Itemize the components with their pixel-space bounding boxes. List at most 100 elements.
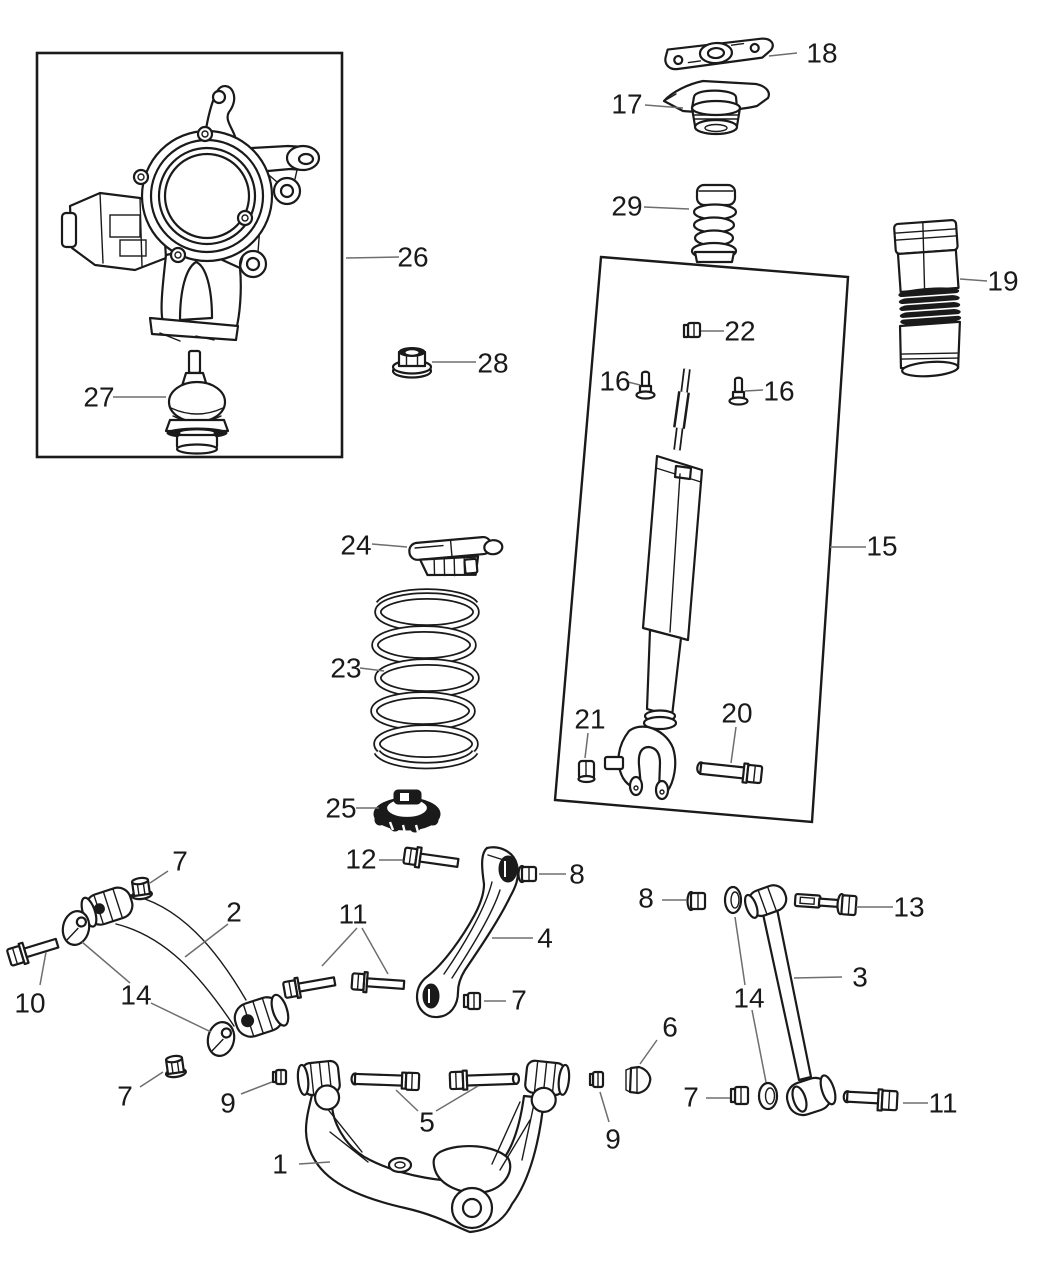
part-mount-plate [664, 37, 774, 71]
callout-label-20: 20 [721, 698, 752, 729]
callout-leader-9 [599, 1091, 610, 1123]
part-coil-spring [370, 588, 480, 770]
callout-leader-29 [643, 206, 690, 210]
part-knuckle [60, 85, 321, 342]
callout-leader-2 [184, 923, 229, 958]
part-upper-spring-seat [408, 535, 504, 577]
callout-leader-16 [744, 389, 764, 392]
part-spring-link [415, 846, 519, 1019]
part-screw-16-left [635, 370, 656, 400]
part-nut-9a [271, 1068, 288, 1086]
part-dust-boot [893, 219, 962, 378]
part-bolt-11c [842, 1088, 899, 1112]
callout-leader-11 [361, 927, 389, 975]
callout-leader-17 [644, 104, 684, 109]
callout-label-28: 28 [477, 348, 508, 379]
callout-leader-14 [81, 941, 131, 984]
callout-label-3: 3 [852, 962, 868, 993]
callout-label-8: 8 [569, 859, 585, 890]
part-upper-arm [80, 886, 290, 1038]
shock-inset-frame [553, 255, 850, 824]
part-cam-bolt-13 [793, 892, 858, 917]
part-bolt-12 [402, 846, 460, 869]
callout-label-18: 18 [806, 38, 837, 69]
callout-leader-16 [627, 381, 641, 386]
callout-label-21: 21 [574, 704, 605, 735]
part-toe-link [743, 884, 837, 1117]
part-nut-21 [577, 759, 596, 784]
part-bolt-11a [282, 976, 337, 1000]
callout-leader-11 [321, 927, 358, 967]
callout-leader-7 [139, 1071, 164, 1088]
part-bolt-5a [350, 1071, 421, 1092]
callout-label-15: 15 [866, 531, 897, 562]
callout-leader-9 [240, 1081, 273, 1095]
callout-leader-6 [639, 1039, 658, 1065]
knuckle-inset-frame [35, 51, 344, 459]
part-ball-joint [164, 349, 230, 455]
part-lower-isolator [373, 789, 441, 834]
callout-leader-23 [359, 667, 385, 672]
callout-label-6: 6 [662, 1012, 678, 1043]
part-nut-8b [686, 890, 707, 912]
callout-leader-19 [959, 278, 988, 282]
boot-rib-band [898, 287, 962, 326]
part-nut-7d [729, 1085, 750, 1106]
part-cam-washer-b [206, 1021, 236, 1057]
part-jounce-bumper [690, 183, 738, 264]
callout-label-9: 9 [605, 1124, 621, 1155]
callout-leader-5 [435, 1085, 479, 1112]
callout-leader-24 [371, 543, 408, 548]
part-nut-22 [682, 321, 702, 339]
callout-label-16: 16 [763, 376, 794, 407]
part-nut-7c [462, 991, 482, 1011]
callout-label-9: 9 [220, 1088, 236, 1119]
part-bolt-10 [6, 937, 60, 967]
callout-leader-18 [768, 52, 798, 57]
callout-leader-26 [345, 256, 400, 259]
callout-label-14: 14 [120, 980, 151, 1011]
callout-label-29: 29 [611, 191, 642, 222]
callout-label-2: 2 [226, 897, 242, 928]
callout-label-11: 11 [338, 899, 367, 930]
part-washer-14c [723, 885, 743, 915]
callout-label-7: 7 [117, 1081, 133, 1112]
part-bolt-20 [696, 761, 764, 785]
callout-label-5: 5 [419, 1107, 435, 1138]
part-lower-arm [296, 1059, 571, 1234]
callout-leader-20 [730, 726, 737, 764]
callout-label-7: 7 [683, 1082, 699, 1113]
callout-label-11: 11 [928, 1088, 957, 1119]
callout-label-10: 10 [14, 988, 45, 1019]
callout-label-17: 17 [611, 89, 642, 120]
callout-leader-21 [584, 732, 589, 759]
callout-label-8: 8 [638, 883, 654, 914]
part-nut-9b [588, 1070, 605, 1089]
callout-label-4: 4 [537, 923, 553, 954]
part-bolt-11b [350, 971, 406, 994]
callout-label-24: 24 [340, 530, 371, 561]
callout-label-7: 7 [172, 846, 188, 877]
callout-label-16: 16 [599, 366, 630, 397]
callout-leader-14 [751, 1009, 767, 1083]
part-bolt-5b [448, 1069, 521, 1091]
callout-leader-5 [395, 1089, 419, 1112]
part-nut-7a [130, 876, 153, 901]
part-retainer-cap [625, 1065, 652, 1095]
callout-label-12: 12 [345, 844, 376, 875]
callout-label-26: 26 [397, 242, 428, 273]
callout-leader-14 [734, 916, 746, 986]
callout-label-25: 25 [325, 793, 356, 824]
callout-leader-7 [149, 870, 169, 884]
part-nut-7b [164, 1054, 187, 1079]
callout-leader-10 [39, 951, 47, 986]
callout-label-13: 13 [893, 892, 924, 923]
part-washer-14d [757, 1081, 779, 1111]
callout-label-14: 14 [733, 983, 764, 1014]
part-flange-nut-28 [391, 347, 433, 379]
part-screw-16-right [728, 376, 749, 406]
part-cam-washer-a [61, 910, 91, 946]
callout-label-27: 27 [83, 382, 114, 413]
